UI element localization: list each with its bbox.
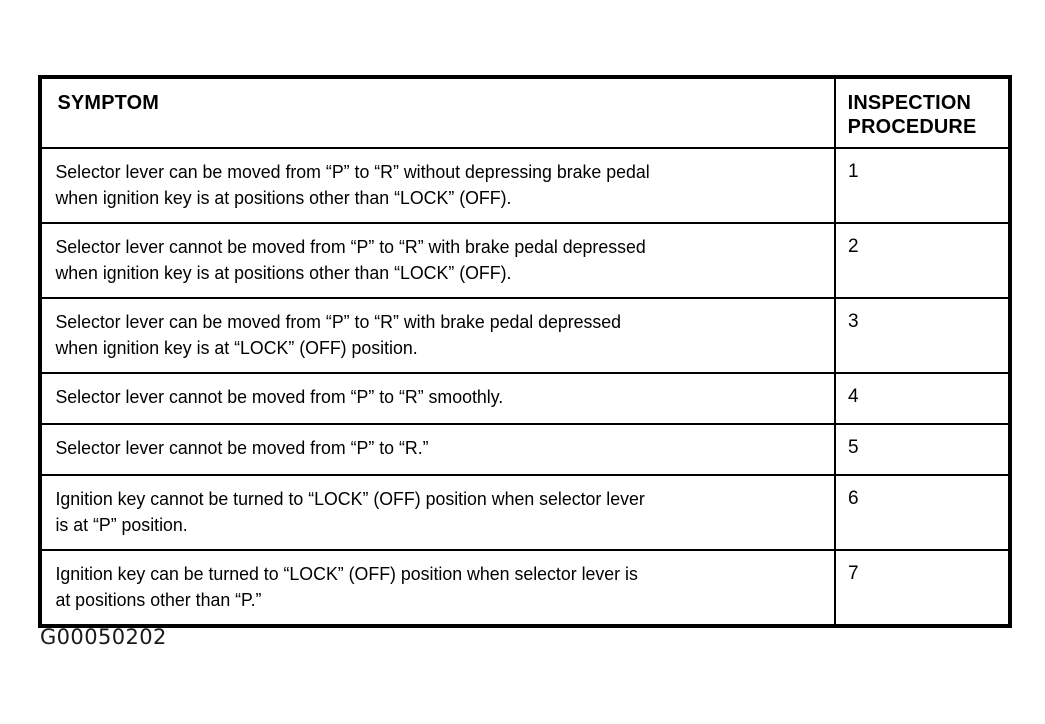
symptom-text: Ignition key cannot be turned to “LOCK” … bbox=[55, 488, 645, 535]
table-row: Selector lever cannot be moved from “P” … bbox=[40, 373, 1010, 425]
inspection-procedure-number: 4 bbox=[848, 386, 859, 407]
inspection-procedure-cell: 3 bbox=[835, 298, 1010, 374]
table-row: Selector lever cannot be moved from “P” … bbox=[40, 223, 1010, 299]
symptom-text: Selector lever cannot be moved from “P” … bbox=[55, 386, 504, 407]
symptom-text: Selector lever cannot be moved from “P” … bbox=[55, 437, 429, 458]
inspection-procedure-cell: 7 bbox=[835, 550, 1010, 626]
table-row: Ignition key cannot be turned to “LOCK” … bbox=[40, 475, 1010, 551]
figure-caption: G00050202 bbox=[40, 625, 167, 649]
symptom-cell: Selector lever can be moved from “P” to … bbox=[40, 148, 836, 224]
table-row: Selector lever can be moved from “P” to … bbox=[40, 148, 1010, 224]
inspection-procedure-cell: 6 bbox=[835, 475, 1010, 551]
inspection-procedure-number: 2 bbox=[848, 236, 859, 257]
symptom-text: Ignition key can be turned to “LOCK” (OF… bbox=[55, 563, 638, 610]
symptom-cell: Ignition key can be turned to “LOCK” (OF… bbox=[40, 550, 836, 626]
symptom-text: Selector lever can be moved from “P” to … bbox=[55, 311, 622, 358]
inspection-procedure-number: 3 bbox=[848, 311, 859, 332]
symptom-cell: Ignition key cannot be turned to “LOCK” … bbox=[40, 475, 836, 551]
symptom-text: Selector lever can be moved from “P” to … bbox=[55, 161, 650, 208]
column-header-symptom-label: SYMPTOM bbox=[57, 91, 160, 114]
inspection-procedure-number: 7 bbox=[848, 563, 859, 584]
inspection-procedure-cell: 1 bbox=[835, 148, 1010, 224]
table-row: Selector lever can be moved from “P” to … bbox=[40, 298, 1010, 374]
inspection-procedure-number: 5 bbox=[848, 437, 859, 458]
column-header-symptom: SYMPTOM bbox=[40, 77, 836, 149]
inspection-procedure-number: 6 bbox=[848, 488, 859, 509]
table-row: Selector lever cannot be moved from “P” … bbox=[40, 424, 1010, 476]
symptom-cell: Selector lever can be moved from “P” to … bbox=[40, 298, 836, 374]
column-header-inspection-procedure: INSPECTION PROCEDURE bbox=[835, 77, 1010, 149]
table-header: SYMPTOM INSPECTION PROCEDURE bbox=[40, 77, 1010, 149]
table-body: Selector lever can be moved from “P” to … bbox=[40, 148, 1010, 626]
symptom-cell: Selector lever cannot be moved from “P” … bbox=[40, 373, 836, 425]
inspection-procedure-cell: 5 bbox=[835, 424, 1010, 476]
symptom-cell: Selector lever cannot be moved from “P” … bbox=[40, 223, 836, 299]
symptom-inspection-table: SYMPTOM INSPECTION PROCEDURE Selector le… bbox=[38, 75, 1012, 628]
inspection-procedure-cell: 2 bbox=[835, 223, 1010, 299]
column-header-inspection-procedure-label: INSPECTION PROCEDURE bbox=[847, 91, 977, 138]
symptom-cell: Selector lever cannot be moved from “P” … bbox=[40, 424, 836, 476]
table-row: Ignition key can be turned to “LOCK” (OF… bbox=[40, 550, 1010, 626]
table-header-row: SYMPTOM INSPECTION PROCEDURE bbox=[40, 77, 1010, 149]
symptom-text: Selector lever cannot be moved from “P” … bbox=[55, 236, 646, 283]
inspection-procedure-cell: 4 bbox=[835, 373, 1010, 425]
inspection-procedure-number: 1 bbox=[848, 161, 859, 182]
